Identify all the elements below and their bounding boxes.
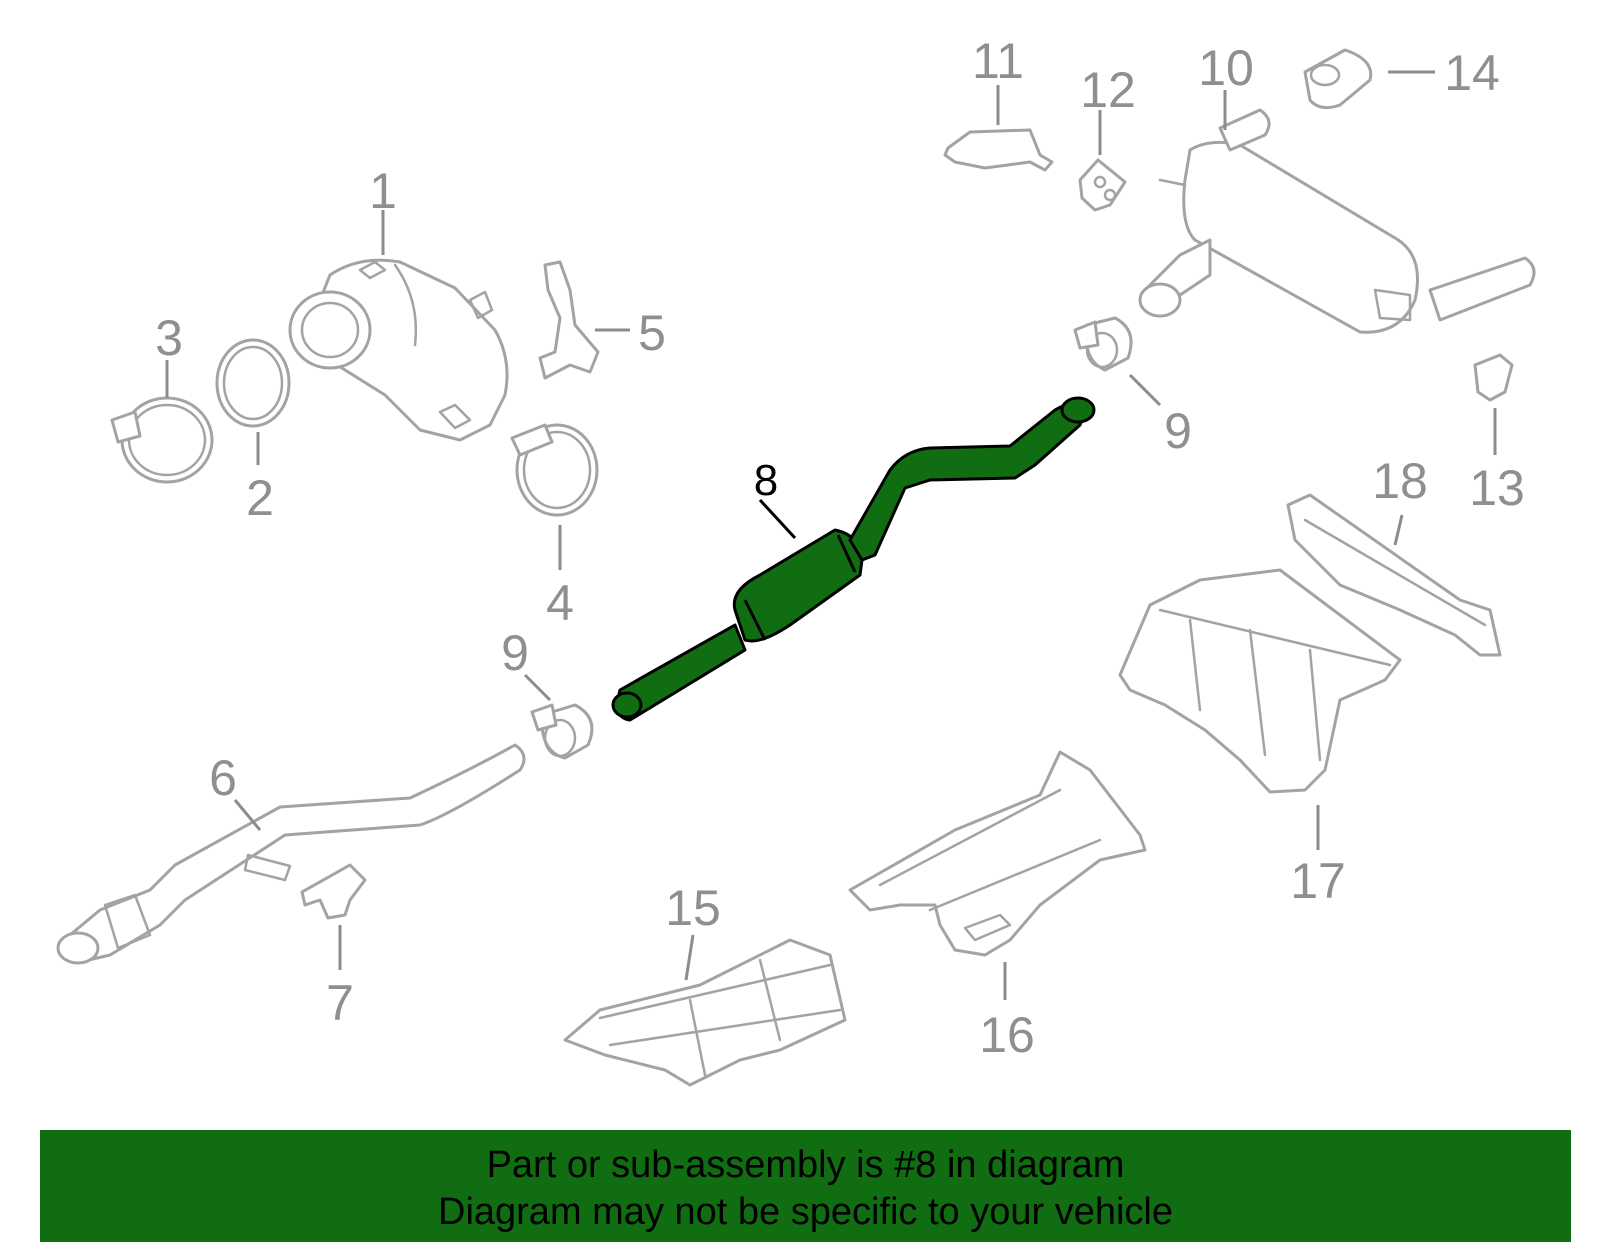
info-banner: Part or sub-assembly is #8 in diagram Di… xyxy=(40,1130,1571,1242)
callout-9-upper: 9 xyxy=(1164,403,1192,459)
part-12-rubber-hanger[interactable] xyxy=(1078,158,1127,212)
part-18-heat-shield[interactable] xyxy=(1286,493,1502,657)
part-2-gasket[interactable] xyxy=(215,338,291,428)
part-7-hanger[interactable] xyxy=(300,863,367,920)
part-10-rear-muffler[interactable] xyxy=(1138,108,1536,334)
part-14-tailpipe-tip[interactable] xyxy=(1303,48,1373,110)
callout-7: 7 xyxy=(326,975,354,1031)
callout-12: 12 xyxy=(1080,62,1136,118)
part-1-catalytic-converter[interactable] xyxy=(288,258,509,442)
callout-16: 16 xyxy=(979,1007,1035,1063)
part-15-heat-shield[interactable] xyxy=(563,938,847,1087)
callout-4: 4 xyxy=(546,575,574,631)
callout-8: 8 xyxy=(754,456,778,505)
callout-17: 17 xyxy=(1290,853,1346,909)
part-5-bracket[interactable] xyxy=(538,260,600,380)
callout-5: 5 xyxy=(638,305,666,361)
callout-14: 14 xyxy=(1444,45,1500,101)
part-17-heat-shield[interactable] xyxy=(1118,568,1402,794)
callout-18: 18 xyxy=(1372,453,1428,509)
callout-2: 2 xyxy=(246,470,274,526)
part-8-intermediate-pipe[interactable] xyxy=(611,396,1096,722)
callout-1: 1 xyxy=(369,163,397,219)
part-6-front-pipe[interactable] xyxy=(56,743,526,965)
callout-10: 10 xyxy=(1198,40,1254,96)
callout-11: 11 xyxy=(972,33,1024,89)
callout-3: 3 xyxy=(155,310,183,366)
part-16-heat-shield[interactable] xyxy=(848,750,1147,957)
callout-13: 13 xyxy=(1469,460,1525,516)
part-4-clamp[interactable] xyxy=(510,423,599,517)
part-9-sleeve-clamp-lower[interactable] xyxy=(530,703,594,760)
part-13-clip[interactable] xyxy=(1473,353,1514,402)
banner-line-1: Part or sub-assembly is #8 in diagram xyxy=(486,1144,1125,1186)
leader-lines xyxy=(165,70,1497,1000)
callout-9-lower: 9 xyxy=(501,625,529,681)
banner-line-2: Diagram may not be specific to your vehi… xyxy=(438,1191,1173,1233)
callout-6: 6 xyxy=(209,750,237,806)
part-3-clamp[interactable] xyxy=(110,396,214,484)
part-11-bracket[interactable] xyxy=(943,128,1054,172)
callout-15: 15 xyxy=(665,880,721,936)
part-9-sleeve-clamp-upper[interactable] xyxy=(1073,316,1133,372)
